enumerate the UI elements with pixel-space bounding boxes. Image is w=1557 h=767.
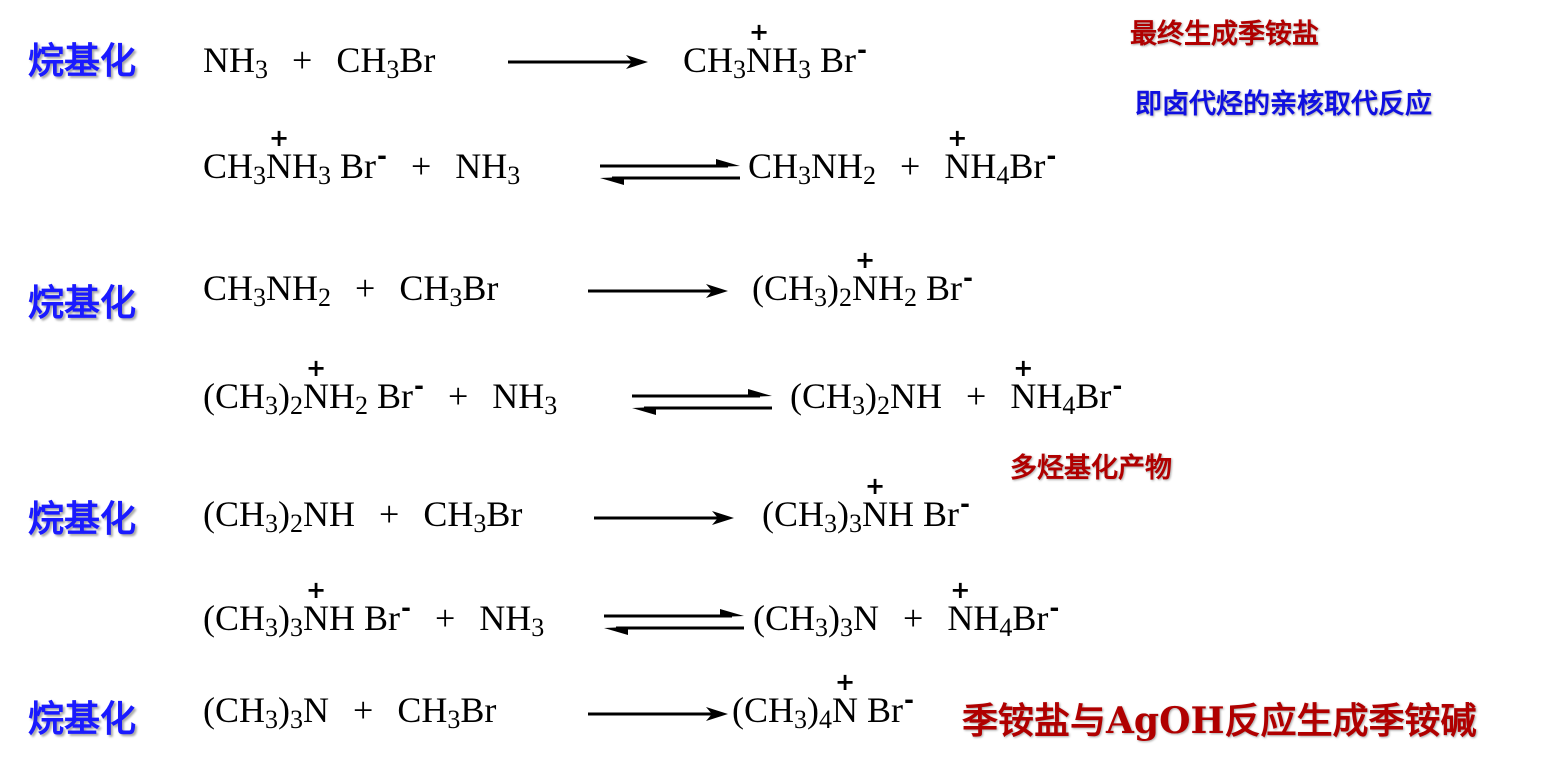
- eq2-products: CH3NH2+NH4Br-: [748, 144, 1056, 189]
- eq2-equilibrium-arrow: [600, 159, 740, 185]
- eq7-product: (CH3)4N Br-: [732, 688, 914, 733]
- label-alkylation-1: 烷基化: [28, 41, 137, 82]
- eq1-reactants: NH3+CH3Br: [203, 40, 436, 84]
- eq6-products: (CH3)3N+NH4Br-: [753, 596, 1059, 641]
- eq4-reactants: (CH3)2NH2 Br-+NH3: [203, 374, 557, 419]
- note-quaternary-final: 最终生成季铵盐: [1130, 19, 1319, 50]
- label-alkylation-2: 烷基化: [28, 283, 137, 324]
- label-alkylation-4: 烷基化: [28, 699, 137, 740]
- eq5-reactants: (CH3)2NH+CH3Br: [203, 494, 523, 538]
- note-polyalkyl: 多烃基化产物: [1010, 453, 1172, 484]
- eq2-reactants: CH3NH3 Br-+NH3: [203, 144, 520, 189]
- eq1-product: CH3NH3 Br-: [683, 38, 867, 83]
- label-alkylation-3: 烷基化: [28, 499, 137, 540]
- eq4-equilibrium-arrow: [632, 389, 772, 415]
- eq7-arrow: [588, 707, 728, 721]
- eq6-reactants: (CH3)3NH Br-+NH3: [203, 596, 544, 641]
- eq1-arrow: [508, 55, 648, 69]
- eq7-reactants: (CH3)3N+CH3Br: [203, 690, 497, 734]
- eq4-products: (CH3)2NH+NH4Br-: [790, 374, 1122, 419]
- eq6-equilibrium-arrow: [604, 609, 744, 635]
- eq3-product: (CH3)2NH2 Br-: [752, 266, 973, 311]
- eq5-product: (CH3)3NH Br-: [762, 492, 970, 537]
- note-agoh: 季铵盐与AgOH反应生成季铵碱: [962, 700, 1477, 742]
- note-nucleophilic: 即卤代烃的亲核取代反应: [1135, 89, 1432, 120]
- eq5-arrow: [594, 511, 734, 525]
- eq3-arrow: [588, 284, 728, 298]
- eq3-reactants: CH3NH2+CH3Br: [203, 268, 499, 312]
